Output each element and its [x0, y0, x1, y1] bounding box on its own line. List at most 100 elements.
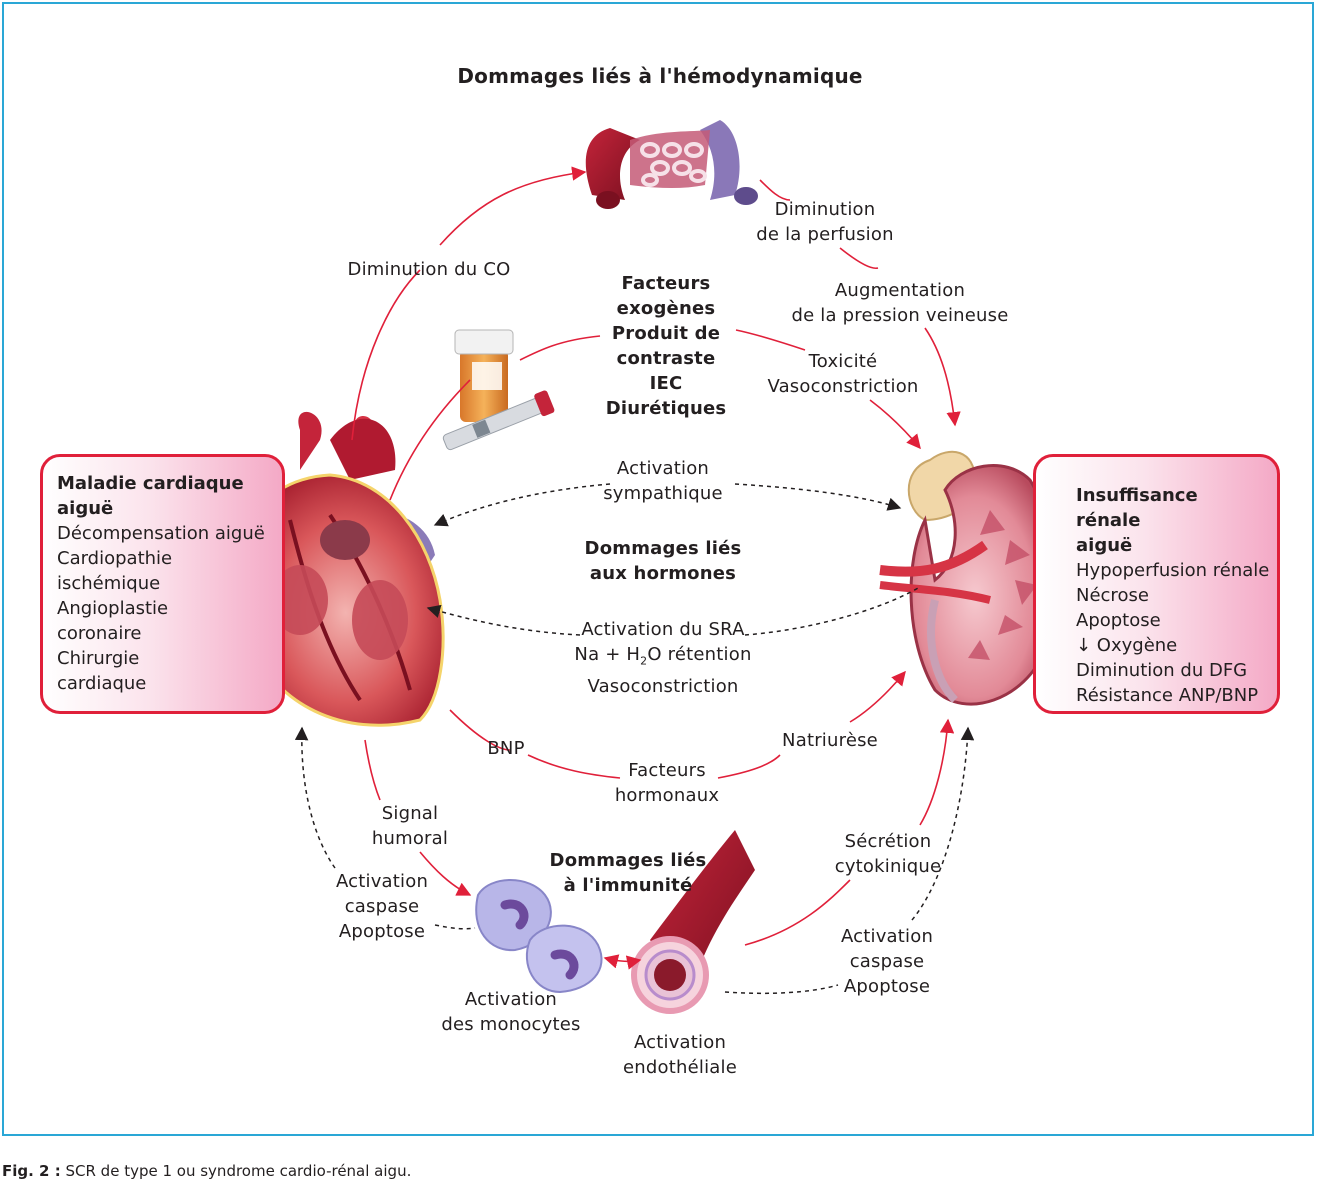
label-bnp: BNP [487, 738, 525, 759]
label-line: des monocytes [441, 1014, 581, 1035]
label-humoral-signal: Signal humoral [372, 801, 448, 851]
renal-box-item: ↓ Oxygène [1076, 635, 1178, 656]
caption-text: SCR de type 1 ou syndrome cardio-rénal a… [65, 1162, 412, 1180]
label-line: caspase [344, 896, 420, 917]
label-sympathetic: Activation sympathique [603, 456, 723, 506]
cardiac-box-item: Angioplastie [57, 598, 169, 619]
label-part: O rétention [647, 644, 752, 665]
dash-sympathetic-to-heart [433, 483, 611, 527]
renal-box-item: Hypoperfusion rénale [1076, 560, 1270, 581]
cardiac-box-item: ischémique [57, 573, 161, 594]
renal-box-heading: aiguë [1076, 535, 1133, 556]
cardiac-box-item: cardiaque [57, 673, 147, 694]
label-line: Sécrétion [844, 831, 932, 852]
arrow-natri-to-kidney [849, 670, 906, 723]
renal-box-item: Diminution du DFG [1076, 660, 1248, 681]
arrow-monocytes-endothelial [603, 954, 642, 970]
arrow-heart-to-bnp [449, 709, 511, 751]
dash-sympathetic-to-kidney [734, 483, 902, 511]
renal-box-heading: Insuffisance rénale [1076, 485, 1198, 531]
label-diminution-perfusion: Diminution de la perfusion [756, 197, 893, 247]
label-diminution-co: Diminution du CO [347, 259, 511, 280]
capillary-bed-illustration [585, 120, 758, 209]
arrow-heart-to-signal [364, 739, 381, 801]
kidney-illustration [879, 450, 1055, 706]
dash-caspase-left-to-monocytes [434, 924, 476, 930]
label-natriuresis: Natriurèse [782, 730, 878, 751]
label-hormonal-factors: Facteurs hormonaux [615, 758, 719, 808]
dash-sra-to-heart [426, 604, 581, 636]
label-cytokine-secretion: Sécrétion cytokinique [835, 829, 942, 879]
cardiac-box-item: Décompensation aiguë [57, 523, 265, 544]
arrow-venous-to-kidney [924, 327, 961, 427]
dashed-arrows [294, 483, 975, 995]
label-line: caspase [849, 951, 925, 972]
cardiac-box-heading: aiguë [57, 498, 114, 519]
immunity-line: à l'immunité [563, 875, 693, 896]
arrow-vessel-to-perfusion [759, 179, 791, 201]
endothelial-vessel-illustration [631, 830, 755, 1014]
exo-line: IEC [649, 373, 683, 394]
cardiac-box-item: Cardiopathie [57, 548, 173, 569]
arrow-factors-to-natri [717, 754, 781, 779]
hemodynamic-title: Dommages liés à l'hémodynamique [457, 64, 863, 88]
exo-line: contraste [616, 348, 716, 369]
label-line: Toxicité [808, 351, 878, 372]
label-line: Diminution [774, 199, 876, 220]
label-line: Na + H2O rétention [574, 642, 751, 674]
label-line: endothéliale [623, 1057, 737, 1078]
label-line: Vasoconstriction [587, 675, 739, 697]
monocytes-illustration [475, 879, 603, 994]
label-line: cytokinique [834, 856, 942, 877]
cardiac-disease-box: Maladie cardiaque aiguë Décompensation a… [40, 454, 285, 714]
immunity-line: Dommages liés [549, 850, 707, 871]
label-caspase-right: Activation caspase Apoptose [841, 924, 933, 999]
label-line: Activation [335, 871, 429, 892]
exogenous-factors: Facteurs exogènes Produit de contraste I… [606, 271, 727, 421]
arrow-toxicity-to-kidney [869, 399, 921, 450]
subscript: 2 [640, 654, 648, 668]
label-line: Activation [464, 989, 558, 1010]
figure-caption: Fig. 2 : SCR de type 1 ou syndrome cardi… [2, 1162, 411, 1180]
cardiac-box-heading: Maladie cardiaque [57, 473, 244, 494]
hormones-title: Dommages liés aux hormones [585, 536, 742, 586]
dash-endothelial-to-caspase [724, 984, 839, 995]
renal-box-item: Résistance ANP/BNP [1076, 685, 1259, 706]
arrow-bnp-to-factors [527, 754, 621, 779]
arrow-secretion-to-kidney [919, 718, 955, 826]
dash-sra-from-kidney [744, 587, 919, 636]
label-line: Apoptose [338, 921, 426, 942]
renal-box-item: Nécrose [1076, 585, 1149, 606]
label-endothelial: Activation endothéliale [623, 1030, 737, 1080]
hormones-line: aux hormones [589, 563, 737, 584]
label-line: Facteurs [628, 760, 706, 781]
heart-illustration [246, 411, 445, 727]
dash-caspase-left-to-heart [294, 726, 336, 869]
renal-failure-box: Insuffisance rénale aiguë Hypoperfusion … [1033, 454, 1280, 714]
drug-bottle-illustration [442, 329, 555, 451]
caption-label: Fig. 2 : [2, 1162, 61, 1180]
label-sra: Activation du SRA Na + H2O rétention Vas… [574, 617, 751, 699]
cardiac-box-item: coronaire [57, 623, 142, 644]
hormones-line: Dommages liés [584, 538, 742, 559]
label-line: Vasoconstriction [767, 376, 919, 397]
label-line: humoral [371, 828, 449, 849]
immunity-title: Dommages liés à l'immunité [550, 848, 707, 898]
label-part: Na + H [574, 644, 641, 665]
label-line: Apoptose [843, 976, 931, 997]
arrow-exo-to-toxicity [735, 329, 806, 351]
exo-line: Produit de [611, 323, 721, 344]
label-monocytes: Activation des monocytes [441, 987, 580, 1037]
label-line: Activation [633, 1032, 727, 1053]
label-line: sympathique [603, 483, 723, 504]
label-line: Augmentation [834, 280, 966, 301]
label-line: de la perfusion [756, 224, 894, 245]
exo-line: exogènes [616, 298, 716, 319]
renal-box-item: Apoptose [1076, 610, 1161, 631]
label-line: Activation du SRA [581, 619, 745, 640]
arrow-signal-to-monocytes [419, 851, 472, 896]
arrow-exo-to-bottle [519, 335, 601, 361]
label-toxicity: Toxicité Vasoconstriction [767, 349, 918, 399]
label-line: hormonaux [614, 785, 720, 806]
arrow-co-to-vessel [439, 166, 587, 246]
